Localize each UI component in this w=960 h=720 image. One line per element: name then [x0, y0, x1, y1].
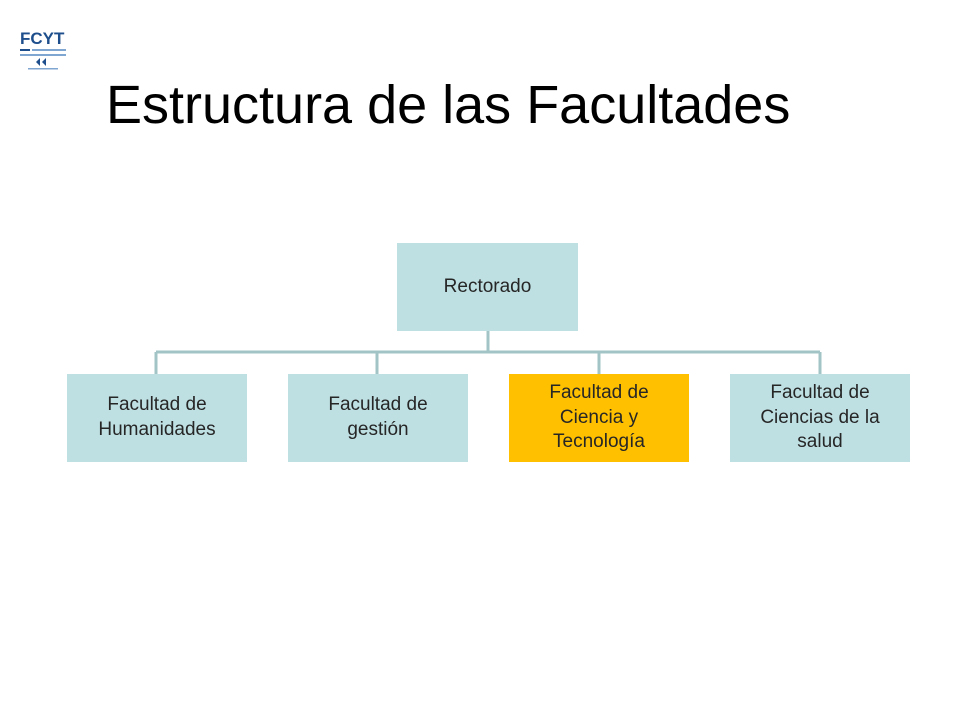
node-facultad-gestion: Facultad de gestión — [288, 374, 468, 462]
node-label: Facultad de gestión — [328, 394, 428, 440]
node-label: Facultad de Ciencia y Tecnología — [549, 381, 649, 453]
node-label: Facultad de Humanidades — [98, 394, 216, 440]
logo-text: FCYT — [20, 29, 65, 48]
slide-title: Estructura de las Facultades — [106, 75, 791, 135]
node-rectorado: Rectorado — [397, 243, 578, 331]
fcyt-logo: FCYT — [20, 29, 66, 70]
node-facultad-ciencias-salud: Facultad de Ciencias de la salud — [730, 374, 910, 462]
node-facultad-humanidades: Facultad de Humanidades — [67, 374, 247, 462]
node-facultad-ciencia-tecnologia: Facultad de Ciencia y Tecnología — [509, 374, 689, 462]
node-label: Facultad de Ciencias de la salud — [760, 381, 880, 453]
node-label: Rectorado — [443, 275, 532, 297]
